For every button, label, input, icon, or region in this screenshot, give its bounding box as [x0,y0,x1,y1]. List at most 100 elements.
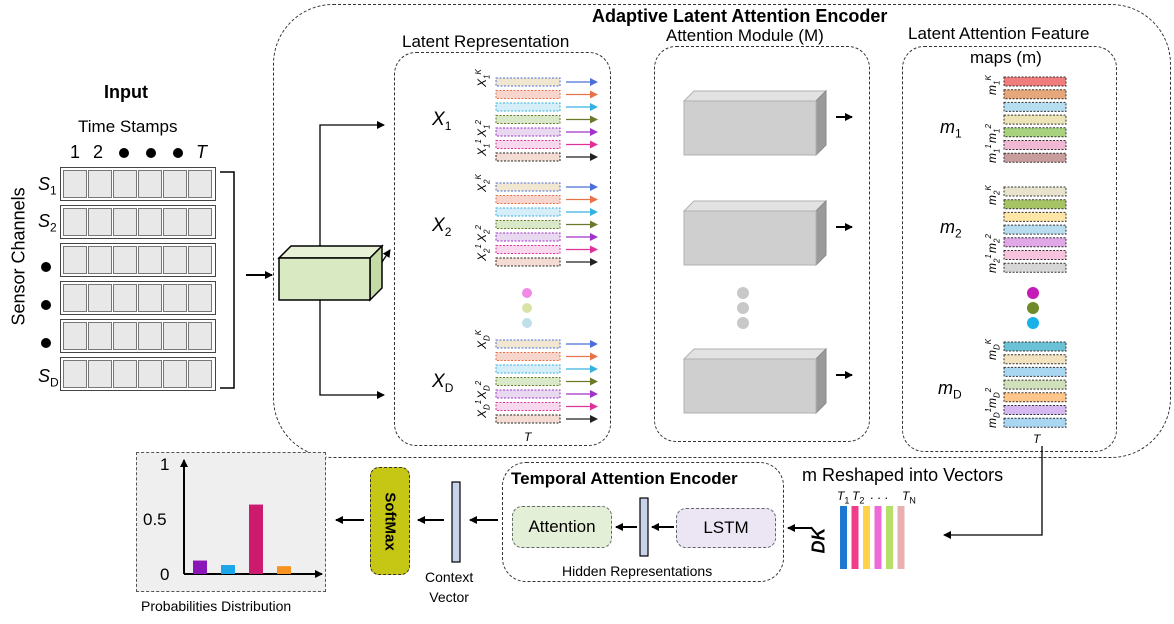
latent-tick-sup: 2 [474,380,483,386]
latent-label-x2: X2 [432,215,451,239]
vector-label-sub: 1 [844,495,850,506]
latent-tick-text: X [475,183,489,192]
map-tick-sub: 2 [992,258,1002,263]
grid-cell [138,246,162,274]
latent-tick-label: XD2 [474,381,491,399]
attention-module-box [654,46,870,442]
grid-cell [163,246,187,274]
reshaped-vector [886,506,893,569]
grid-cell [88,360,112,388]
row-label-s2: S2 [38,211,57,235]
map-tick-label: mD1 [984,408,1001,428]
latent-tick-text: X [475,340,489,349]
grid-cell [63,284,87,312]
grid-cell [163,208,187,236]
latent-tick-sub: D [482,385,492,391]
map-label-sub: D [953,387,962,402]
latent-label-x1: X1 [432,109,451,133]
latent-label-text: X [432,215,445,236]
reshaped-vector [851,506,859,569]
temporal-attention-label: Attention [528,517,596,536]
lstm-block: LSTM [676,508,776,548]
latent-label-text: X [432,371,445,392]
latent-tick-text: X [475,128,489,137]
grid-cell [113,208,137,236]
grid-cell [138,284,162,312]
grid-row [60,281,216,315]
latent-tick-label: X2K [474,174,491,192]
latent-tick-label: X12 [474,120,491,137]
time-ellipsis-dot [119,148,129,158]
latent-tick-label: X11 [474,139,491,156]
attention-symbol: M [739,129,755,148]
latent-tick-sup: K [474,329,483,336]
vector-label-text: T [837,489,845,503]
attention-block-symbol: (MD) [684,387,816,409]
map-tick-text: m [985,243,999,253]
grid-row [60,319,216,353]
map-tick-sub: D [992,344,1002,350]
row-label-text: S [38,211,51,231]
reshaped-vector [897,506,905,569]
grid-cell [88,284,112,312]
grid-cell [88,170,112,198]
grid-cell [113,322,137,350]
latent-tick-sup: 1 [474,399,483,405]
grid-cell [188,360,212,388]
map-tick-text: m [985,153,999,163]
latent-tick-sup: 2 [474,120,483,125]
grid-row [60,167,216,201]
latent-tick-sup: K [474,69,483,75]
row-label-text: S [38,174,51,194]
softmax-block: SoftMax [370,467,410,575]
vector-label-sub: 2 [859,495,865,506]
map-tick-text: m [985,195,999,205]
latent-tick-label: X21 [474,244,491,261]
softmax-label: SoftMax [381,491,399,551]
lstm-label: LSTM [703,518,749,537]
attention-block-label: Attention [714,362,786,382]
map-tick-sup: 1 [984,407,993,413]
map-label-text: m [940,217,955,237]
attention-symbol-sub: D [753,397,762,410]
latent-tick-sup: 1 [474,139,483,144]
feature-maps-heading-line2: maps (m) [970,48,1042,67]
map-tick-label: m12 [984,124,1001,143]
grid-cell [188,322,212,350]
time-stamp-2: 2 [93,142,104,162]
row-label-sub: D [50,375,59,390]
map-t-label: T [1033,432,1041,446]
grid-cell [188,246,212,274]
map-tick-label: mD2 [984,388,1001,408]
grid-row [60,205,216,239]
grid-cell [63,208,87,236]
grid-cell [88,322,112,350]
grid-cell [138,360,162,388]
map-tick-sup: 2 [984,234,993,239]
latent-tick-label: XD1 [474,400,491,418]
latent-tick-text: X [475,147,489,156]
map-tick-label: m21 [984,254,1001,273]
map-tick-sub: 1 [992,148,1002,153]
latent-tick-sub: 2 [482,229,492,234]
latent-tick-text: X [475,409,489,418]
arrow-to-reshape [943,446,1043,539]
map-label-text: m [938,378,953,398]
grid-cell [138,208,162,236]
time-ellipsis-dot [146,148,156,158]
map-tick-label: mDK [984,339,1001,360]
context-vector-label: Context Vector [425,569,474,605]
grid-cell [163,284,187,312]
latent-label-sub: D [444,380,454,395]
map-tick-sup: K [984,75,993,81]
map-label-md: mD [938,378,962,402]
latent-tick-sub: D [482,335,492,341]
grid-cell [163,360,187,388]
attention-block-label: Attention [714,214,786,234]
channel-ellipsis-dot [41,300,51,310]
latent-tick-sup: K [474,174,483,180]
channel-ellipsis-dot [41,338,51,348]
map-tick-text: m [985,133,999,143]
vector-label-t1: T1 [837,489,849,505]
